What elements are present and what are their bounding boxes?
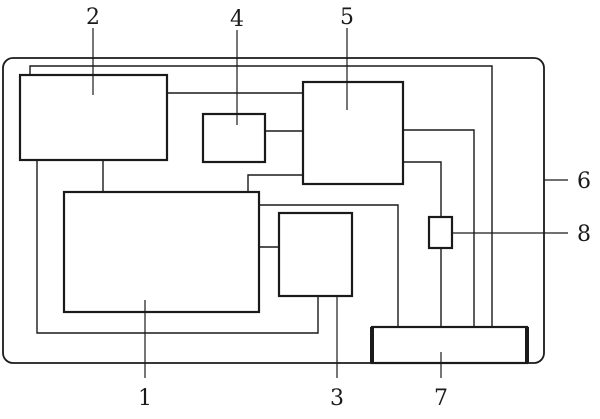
wire-2-to-7-top (29, 65, 493, 327)
wire-5-to-7 (403, 129, 475, 327)
wire-2-to-3-left (36, 160, 319, 334)
wire-1-to-7 (259, 204, 399, 327)
box-7 (370, 325, 529, 365)
box-8 (427, 215, 454, 250)
label-6: 6 (577, 169, 591, 194)
box-1 (62, 190, 261, 314)
leaders (92, 28, 568, 378)
components (18, 73, 529, 365)
label-1: 1 (138, 386, 152, 411)
label-2: 2 (86, 5, 100, 30)
wires (29, 65, 493, 334)
box-4 (201, 112, 267, 164)
label-8: 8 (577, 222, 591, 247)
label-4: 4 (230, 7, 244, 32)
box-5 (301, 80, 405, 186)
box-3 (277, 211, 354, 298)
label-5: 5 (340, 5, 354, 30)
wire-1-to-5 (247, 174, 303, 192)
reference-numerals: 1 2 3 4 5 6 7 8 (86, 5, 591, 411)
label-3: 3 (330, 386, 344, 411)
label-7: 7 (434, 386, 448, 411)
wire-5-to-8 (403, 161, 442, 217)
enclosure-6 (2, 57, 545, 364)
